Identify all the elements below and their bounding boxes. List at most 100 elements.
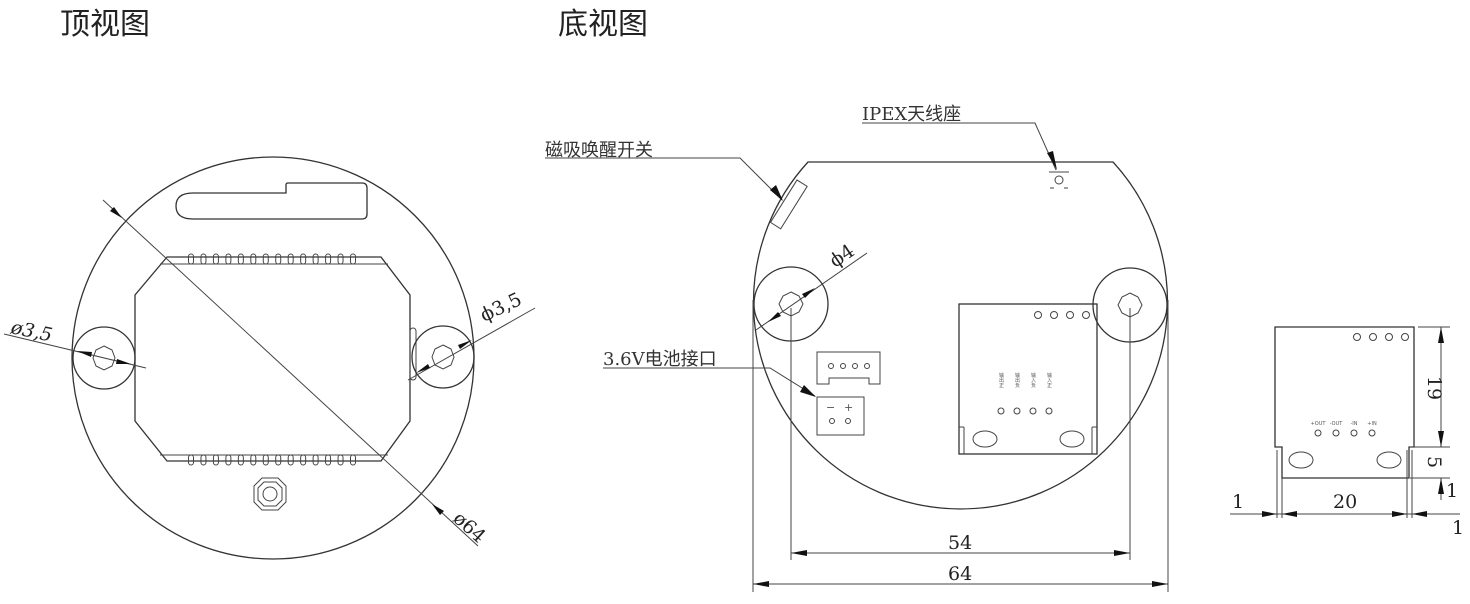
magnetic-switch [769,179,808,230]
dim-arrow [1438,478,1444,494]
dim-side-height-upper: 19 [1423,376,1445,400]
top-pad [212,253,219,265]
side-module-outline [1274,326,1415,479]
leader-arrow [1047,151,1057,170]
top-module-body [134,256,411,462]
dim-arrow [1262,511,1277,517]
module-pin-label: 输出正 [998,372,1004,388]
top-pad [262,253,269,265]
leader-arrow [800,385,816,397]
bottom-pad [275,454,282,466]
top-pad [287,253,294,265]
top-pad [225,253,232,265]
battery-minus-mark: − [826,401,835,414]
battery-connector: − + [816,396,865,436]
dim-side-width: 20 [1333,491,1357,513]
side-mount-slot [1288,451,1314,469]
dim-arrow [1438,327,1444,343]
dim-arrow [432,504,444,515]
module-pin-label: 输出负 [1014,372,1020,389]
leader-magnetic-switch [545,157,783,201]
dim-arrow [416,364,430,373]
dim-top-diameter: ø64 [449,507,490,547]
dim-arrow [1152,581,1168,587]
top-slot-cutout [175,182,368,220]
bottom-pad [312,454,319,466]
bottom-pad [200,454,207,466]
dim-line-diameter [102,199,479,547]
dim-side-height-lower: 5 [1423,456,1445,468]
top-pad [312,253,319,265]
dim-arrow [458,340,472,349]
top-pad [337,253,344,265]
bottom-pad-row [188,454,356,466]
top-hole-right [411,325,475,389]
bottom-pad [225,454,232,466]
bottom-pad [337,454,344,466]
dim-bottom-hole: ϕ4 [825,240,858,272]
dim-arrow [802,288,815,298]
bottom-board-outline [752,161,1169,510]
dim-arrow [110,207,122,218]
callout-battery-interface: 3.6V电池接口 [603,349,717,370]
side-pin-label: -OUT [1330,421,1344,427]
dim-arrow [1392,511,1407,517]
callout-ipex-antenna: IPEX天线座 [862,104,961,125]
side-pin-label: -IN [1350,421,1357,427]
ipex-antenna-connector [1049,171,1069,189]
dim-arrow [1114,550,1130,556]
side-view: +OUT -OUT -IN +IN 19 5 1 20 1 1 [1230,326,1464,539]
top-side-tab [409,327,417,381]
dim-side-bottom-offset: 1 [1446,480,1458,502]
top-pad [350,253,356,265]
side-mount-slot [1376,451,1402,469]
top-pad [188,253,194,265]
top-tact-switch [253,477,287,511]
dim-arrow [753,581,769,587]
four-pin-connector [816,351,881,385]
dim-arrow [1438,431,1444,447]
dim-side-left-offset: 1 [1232,491,1244,513]
bottom-view-title: 底视图 [558,7,648,42]
bottom-pad [300,454,307,466]
top-pad [200,253,207,265]
bottom-view: − + 输出正 输出负 输入负 输入正 磁吸唤醒开关 IPEX天线座 3.6V [545,104,1169,592]
top-pad [250,253,257,265]
dim-hole-spacing: 54 [948,532,972,554]
top-view: ø3,5 ϕ3,5 ø64 [3,156,536,560]
top-pad [275,253,282,265]
dim-arrow [116,359,131,364]
bottom-pad [250,454,257,466]
top-pad [300,253,307,265]
top-hole-left [72,326,136,390]
module-pin-label: 输入负 [1030,372,1036,389]
charger-module: 输出正 输出负 输入负 输入正 [958,303,1098,455]
leader-arrow [770,185,783,201]
module-pin-label: 输入正 [1046,372,1052,388]
bottom-pad [262,454,269,466]
top-board-outline [71,156,475,560]
dim-arrow [1282,511,1297,517]
bottom-pad [188,454,194,466]
side-pin-label: +IN [1367,421,1377,427]
top-pad [325,253,332,265]
bottom-pad [287,454,294,466]
top-view-title: 顶视图 [60,7,150,42]
bottom-pad [325,454,332,466]
dim-top-left-hole: ø3,5 [8,316,54,346]
callout-magnetic-switch: 磁吸唤醒开关 [545,140,653,161]
side-pin-label: +OUT [1311,421,1327,427]
dim-side-right-offset: 1 [1452,517,1464,539]
bottom-pad [350,454,356,466]
leader-ipex-antenna [862,122,1057,171]
dim-arrow [1412,511,1427,517]
top-pad-row [188,253,356,265]
dim-arrow [77,351,92,357]
top-pad [237,253,244,265]
dim-board-diameter: 64 [948,563,972,585]
dim-arrow [791,550,807,556]
dim-top-right-hole: ϕ3,5 [477,288,525,326]
battery-plus-mark: + [844,401,853,414]
leader-battery [603,367,816,397]
